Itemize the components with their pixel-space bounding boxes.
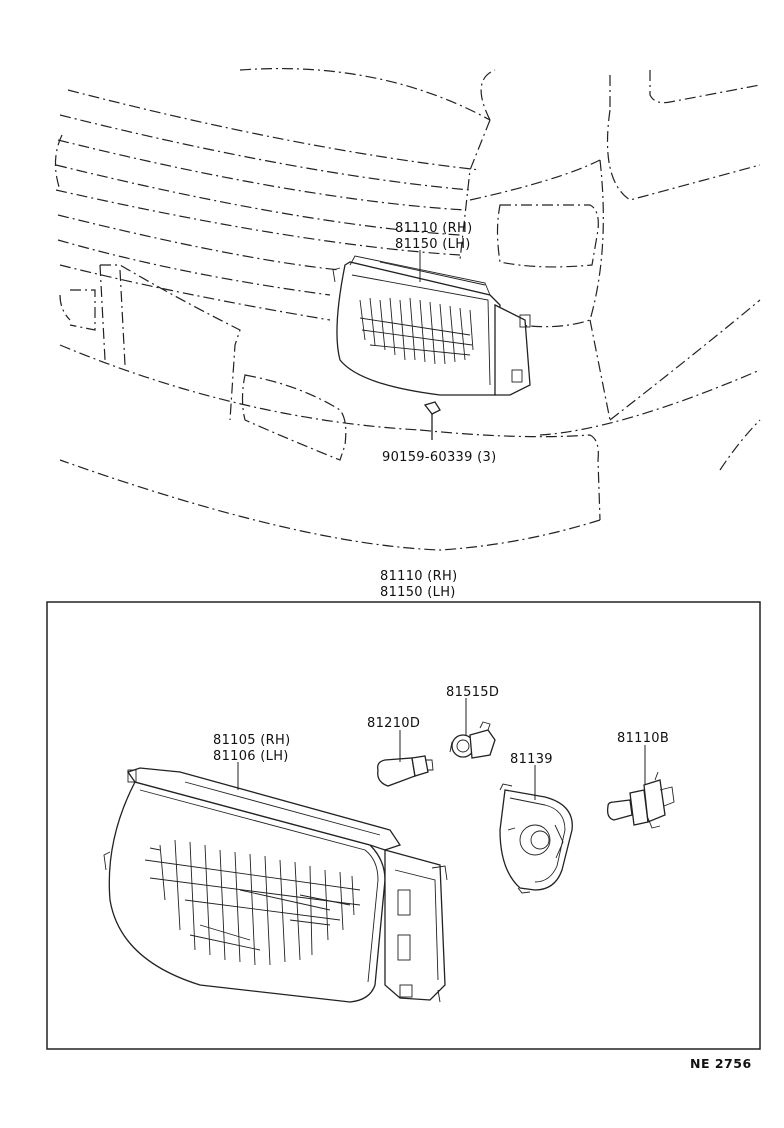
label-assembly-box-rh: 81110 (RH) xyxy=(380,569,457,584)
label-halogen-bulb: 81110B xyxy=(617,731,669,746)
exploded-view-frame xyxy=(46,601,761,1050)
label-screw: 90159-60339 (3) xyxy=(382,450,496,465)
headlamp-unit-drawing xyxy=(103,767,448,1003)
wedge-bulb-drawing xyxy=(377,755,434,787)
leaders-bottom xyxy=(237,698,646,800)
socket-drawing xyxy=(449,721,496,759)
label-assembly-top-rh: 81110 (RH) xyxy=(395,221,472,236)
label-unit-lh: 81106 (LH) xyxy=(213,749,289,764)
label-bulb: 81210D xyxy=(367,716,420,731)
label-socket: 81515D xyxy=(446,685,499,700)
label-assembly-top-lh: 81150 (LH) xyxy=(395,237,471,252)
vehicle-front-outline xyxy=(54,68,761,551)
label-cover: 81139 xyxy=(510,752,553,767)
label-assembly-box-lh: 81150 (LH) xyxy=(380,585,456,600)
screw-drawing xyxy=(423,401,441,440)
headlamp-installed-drawing xyxy=(332,255,531,396)
reference-code: NE 2756 xyxy=(690,1056,752,1071)
socket-cover-drawing xyxy=(499,783,573,894)
halogen-bulb-drawing xyxy=(606,771,675,829)
label-unit-rh: 81105 (RH) xyxy=(213,733,290,748)
